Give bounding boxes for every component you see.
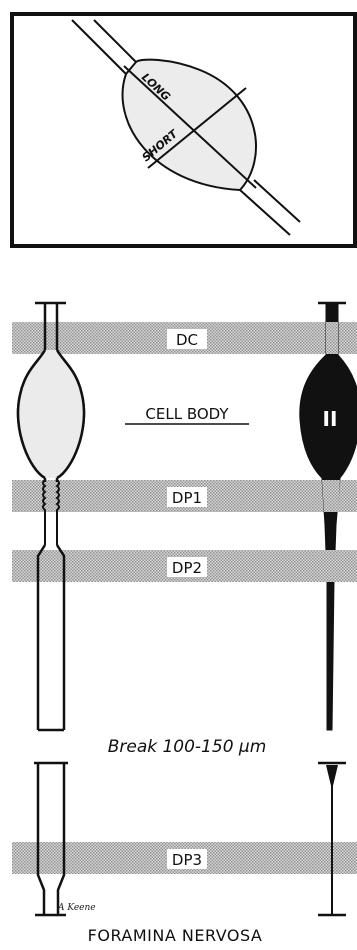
right-band-window-dc: [326, 322, 338, 354]
label-dp1: DP1: [172, 489, 202, 507]
inset-process-top-right: [94, 20, 136, 62]
left-terminal-right: [58, 763, 64, 915]
label-dp2: DP2: [172, 559, 202, 577]
label-dp3: DP3: [172, 851, 202, 869]
left-terminal-left: [38, 763, 44, 915]
inset-process-bottom-right: [254, 180, 300, 222]
break-label: Break 100-150 μm: [108, 737, 267, 757]
right-band-window-dp1: [322, 480, 340, 512]
footer-title: FORAMINA NERVOSA: [88, 926, 263, 945]
inset-process-top-left: [72, 20, 126, 74]
right-filled-cell: II: [300, 303, 357, 915]
artist-signature: A Keene: [57, 903, 96, 913]
cell-type-marker: II: [323, 407, 338, 431]
label-dc: DC: [176, 331, 198, 349]
right-band-window-dp2: [325, 550, 336, 582]
inset-panel: LONG SHORT: [12, 14, 355, 246]
inset-process-bottom-left: [240, 190, 290, 235]
label-cell-body: CELL BODY: [145, 405, 229, 423]
left-outline-cell: [18, 303, 84, 915]
right-cell-silhouette: [300, 303, 357, 730]
